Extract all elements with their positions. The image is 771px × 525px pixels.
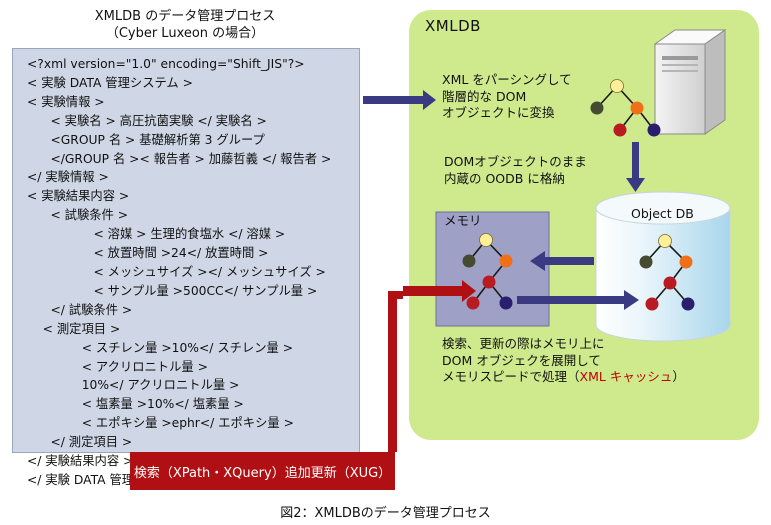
- tree-node: [613, 123, 627, 137]
- tree-node: [499, 254, 513, 268]
- tree-node: [658, 234, 672, 248]
- cache-text-prefix: メモリスピードで処理（: [442, 369, 580, 384]
- tree-node: [663, 276, 677, 290]
- xml-line: < 溶媒 > 生理的食塩水 </ 溶媒 >: [27, 227, 286, 242]
- tree-node: [647, 123, 661, 137]
- xml-line: < アクリロニトル量 >: [27, 359, 208, 374]
- tree-node: [679, 255, 693, 269]
- cache-text-line: DOM オブジェクを展開して: [442, 352, 601, 368]
- diagram-subtitle: （Cyber Luxeon の場合）: [105, 26, 265, 41]
- xmldb-title: XMLDB: [425, 17, 481, 35]
- xml-line: < エポキシ量 >ephr</ エポキシ量 >: [27, 416, 294, 431]
- xml-line: </ 測定項目 >: [27, 435, 133, 450]
- tree-node: [479, 233, 493, 247]
- dom-tree-memory: [462, 233, 513, 310]
- parse-text-line: 階層的な DOM: [442, 88, 527, 104]
- diagram-title: XMLDB のデータ管理プロセス: [94, 9, 276, 24]
- diagram-title-block: XMLDB のデータ管理プロセス （Cyber Luxeon の場合）: [20, 8, 350, 42]
- xml-line: < 実験名 > 高圧抗菌実験 </ 実験名 >: [27, 113, 267, 128]
- xml-cache-highlight: XML キャッシュ: [579, 369, 673, 384]
- xml-line: < 試験条件 >: [27, 208, 129, 223]
- cache-text-line: 検索、更新の際はメモリ上に: [442, 336, 605, 351]
- xml-line: < メッシュサイズ ></ メッシュサイズ >: [27, 264, 326, 279]
- xml-line: </ 実験結果内容 >: [27, 454, 134, 469]
- tree-node: [630, 101, 644, 115]
- xml-line: < 実験情報 >: [27, 94, 105, 109]
- xml-line: < 塩素量 >10%</ 塩素量 >: [27, 397, 244, 412]
- tree-node: [462, 254, 476, 268]
- xml-line: <?xml version="1.0" encoding="Shift_JIS"…: [27, 57, 305, 71]
- arrow-load: [530, 251, 594, 271]
- tree-node: [482, 275, 496, 289]
- flow-arrows: [363, 90, 645, 310]
- memory-label: メモリ: [444, 213, 482, 228]
- xml-line: < 放置時間 >24</ 放置時間 >: [27, 246, 269, 261]
- parse-text-line: オブジェクトに変換: [442, 105, 555, 120]
- arrow-save: [517, 290, 639, 310]
- tree-node: [610, 79, 624, 93]
- parse-text-line: XML をパーシングして: [442, 72, 572, 87]
- search-update-box: 検索（XPath・XQuery）追加更新（XUG）: [130, 452, 395, 490]
- objectdb-label: Object DB: [631, 206, 694, 221]
- dom-tree-parse: [590, 79, 661, 137]
- server-icon: [653, 29, 727, 135]
- xml-line: </ 試験条件 >: [27, 302, 133, 317]
- tree-node: [590, 101, 604, 115]
- search-request-arrow: [388, 280, 476, 452]
- xml-line: < 実験 DATA 管理システム >: [27, 75, 193, 90]
- xml-line: < スチレン量 >10%</ スチレン量 >: [27, 340, 294, 355]
- xml-line: </GROUP 名 >< 報告者 > 加藤哲義 </ 報告者 >: [27, 151, 332, 166]
- search-update-label: 検索（XPath・XQuery）追加更新（XUG）: [133, 465, 392, 481]
- cache-text-suffix: ）: [672, 369, 685, 384]
- store-text-line: 内蔵の OODB に格納: [444, 170, 565, 186]
- store-text: DOMオブジェクトのまま 内蔵の OODB に格納: [444, 154, 587, 187]
- xml-line: < 測定項目 >: [27, 321, 121, 336]
- memory-box: [435, 211, 550, 327]
- store-text-line: DOMオブジェクトのまま: [444, 154, 587, 169]
- tree-node: [681, 297, 695, 311]
- tree-node: [645, 297, 659, 311]
- figure-caption: 図2：XMLDBのデータ管理プロセス: [280, 506, 491, 521]
- cache-text: 検索、更新の際はメモリ上に DOM オブジェクを展開して メモリスピードで処理（…: [442, 336, 685, 386]
- tree-node: [466, 296, 480, 310]
- arrow-store: [626, 142, 645, 192]
- parse-text: XML をパーシングして 階層的な DOM オブジェクトに変換: [442, 72, 572, 122]
- tree-node: [639, 255, 653, 269]
- arrow-parse: [363, 90, 436, 110]
- cache-text-line: メモリスピードで処理（XML キャッシュ）: [442, 369, 685, 386]
- object-db-cylinder: [595, 191, 731, 342]
- tree-node: [499, 296, 513, 310]
- xml-line: 10%</ アクリロニトル量 >: [27, 378, 240, 393]
- xml-line: < サンプル量 >500CC</ サンプル量 >: [27, 283, 318, 298]
- dom-tree-objectdb: [639, 234, 695, 311]
- xml-line: < 実験結果内容 >: [27, 189, 130, 204]
- xml-line: </ 実験情報 >: [27, 170, 109, 185]
- xml-line: <GROUP 名 > 基礎解析第 3 グループ: [27, 132, 265, 147]
